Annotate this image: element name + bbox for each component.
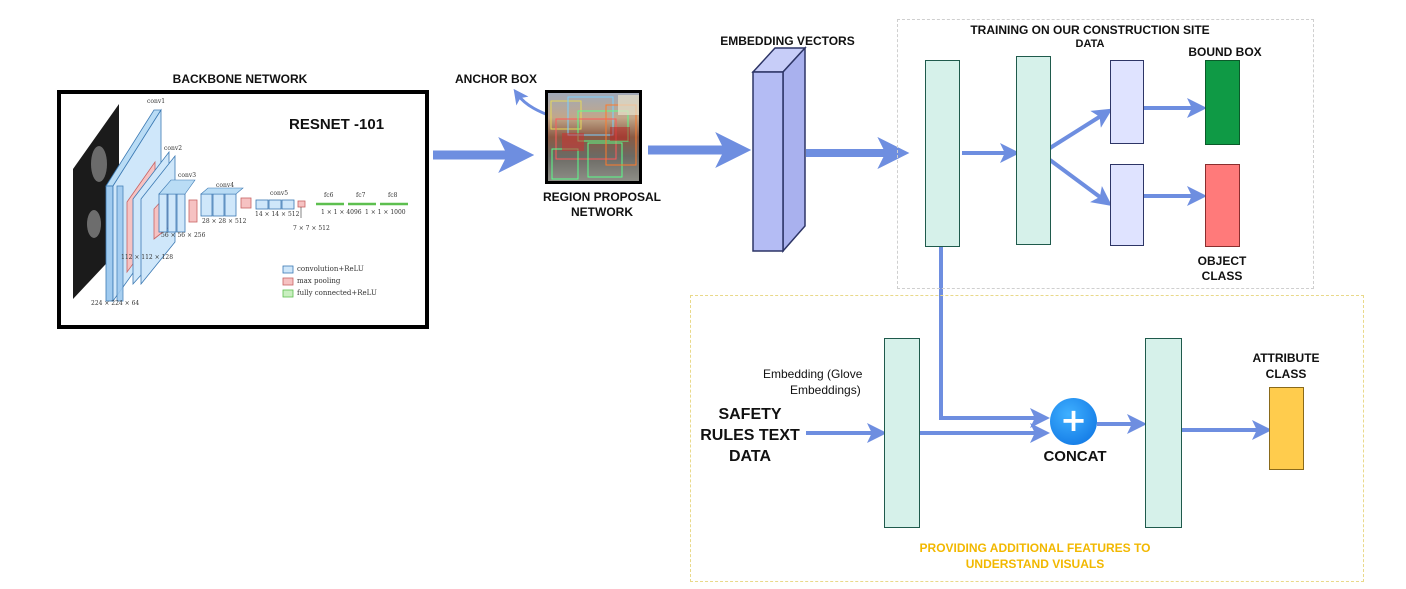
dim-label: 112 × 112 × 128: [121, 254, 174, 261]
legend-label: fully connected+ReLU: [297, 289, 377, 297]
arrow-col2-to-upper: [1048, 108, 1113, 150]
training-dense-layer-2: [1016, 56, 1051, 245]
glove-embedding-label-line2: Embeddings): [790, 383, 861, 397]
legend-swatch-fc: [282, 289, 294, 298]
dim-label: 56 × 56 × 256: [161, 232, 206, 239]
layer-label: conv5: [270, 190, 289, 197]
attribute-dense-layer: [1145, 338, 1182, 528]
layer-label: conv4: [216, 182, 235, 189]
concat-label: CONCAT: [1043, 448, 1107, 465]
safety-text-label-line1: SAFETY: [718, 406, 782, 423]
rpn-label-line1: REGION PROPOSAL: [542, 190, 661, 204]
layer-label: conv1: [147, 98, 166, 105]
attribute-caption-line1: PROVIDING ADDITIONAL FEATURES TO: [919, 541, 1151, 555]
dim-label: 1 × 1 × 1000: [365, 209, 406, 216]
attribute-region: [690, 295, 1364, 582]
arrow-col1-down-to-concat: [939, 247, 1050, 428]
backbone-title: BACKBONE NETWORK: [172, 72, 308, 86]
attribute-class-label-line2: CLASS: [1265, 367, 1307, 381]
bound-box-output: [1205, 60, 1240, 145]
legend-label: convolution+ReLU: [297, 265, 364, 273]
object-class-label-line1: OBJECT: [1197, 254, 1247, 268]
rpn-image: [545, 90, 642, 184]
dim-label: 7 × 7 × 512: [293, 225, 330, 232]
dim-label: 28 × 28 × 512: [202, 218, 247, 225]
plus-icon: +: [1060, 401, 1087, 439]
backbone-model-name: RESNET -101: [289, 116, 385, 133]
attribute-caption-line2: UNDERSTAND VISUALS: [965, 557, 1105, 571]
layer-label: conv3: [178, 172, 197, 179]
dim-label: 1 × 1 × 4096: [321, 209, 362, 216]
rpn-proposal-boxes: [550, 95, 639, 180]
legend-swatch-conv: [282, 265, 294, 274]
legend-swatch-pool: [282, 277, 294, 286]
legend-label: max pooling: [297, 277, 341, 285]
training-region: [897, 19, 1314, 289]
object-class-output: [1205, 164, 1240, 247]
training-dense-layer-1: [925, 60, 960, 247]
training-title-line1: TRAINING ON OUR CONSTRUCTION SITE: [970, 23, 1210, 37]
concat-node: +: [1050, 398, 1097, 445]
safety-text-label-line3: DATA: [728, 448, 772, 465]
attribute-class-output: [1269, 387, 1304, 470]
bbox-head-layer: [1110, 60, 1144, 144]
conv5-block: [255, 199, 269, 210]
glove-embedding-label-line1: Embedding (Glove: [763, 367, 863, 381]
attribute-class-label-line1: ATTRIBUTE: [1252, 351, 1320, 365]
vgg-illustration: [73, 104, 408, 303]
glove-embedding-layer: [884, 338, 920, 528]
arrow-col2-to-lower: [1048, 158, 1113, 206]
rpn-label-line2: NETWORK: [571, 205, 633, 219]
embedding-vectors-label: EMBEDDING VECTORS: [720, 34, 855, 48]
object-class-label-line2: CLASS: [1201, 269, 1243, 283]
layer-label: conv2: [164, 145, 183, 152]
safety-text-label-line2: RULES TEXT: [700, 427, 800, 444]
dim-label: 14 × 14 × 512: [255, 211, 300, 218]
training-title-line2: DATA: [1075, 38, 1105, 50]
backbone-frame: RESNET -101: [57, 90, 429, 329]
bound-box-label: BOUND BOX: [1188, 45, 1262, 59]
anchor-box-label: ANCHOR BOX: [455, 72, 538, 86]
layer-label: fc6: [324, 192, 334, 199]
layer-label: fc8: [388, 192, 398, 199]
dim-label: 224 × 224 × 64: [91, 300, 140, 307]
class-head-layer: [1110, 164, 1144, 246]
layer-label: fc7: [356, 192, 366, 199]
